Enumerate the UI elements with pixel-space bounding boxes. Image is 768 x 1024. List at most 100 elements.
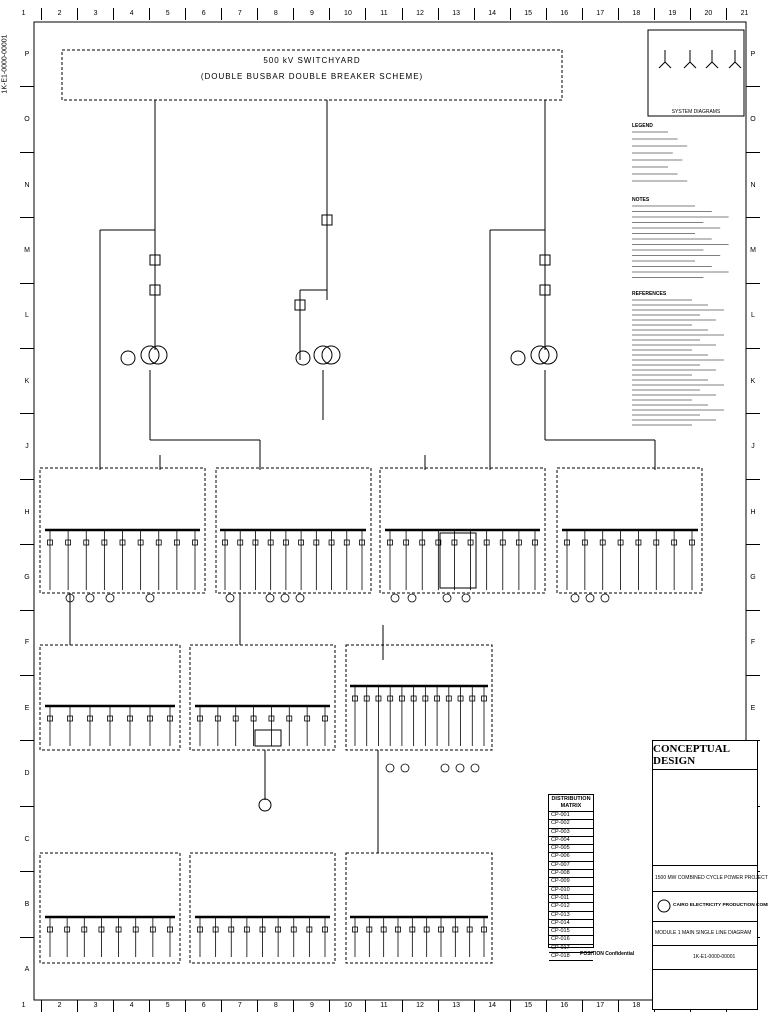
feeder-breaker bbox=[212, 926, 219, 933]
feeder-breaker bbox=[515, 539, 522, 546]
row-label: K bbox=[20, 348, 34, 413]
feeder-breaker bbox=[359, 539, 365, 546]
title-block: CONCEPTUAL DESIGN 1500 MW COMBINED CYCLE… bbox=[652, 740, 768, 1010]
conceptual-design-stamp: CONCEPTUAL DESIGN bbox=[653, 741, 757, 770]
project-name: 1500 MW COMBINED CYCLE POWER PROJECT bbox=[655, 875, 768, 881]
motor-symbol bbox=[455, 763, 465, 773]
feeder-breaker bbox=[192, 539, 198, 546]
distribution-row: CP-009 bbox=[549, 878, 593, 887]
feeder-breaker bbox=[149, 926, 156, 933]
column-label: 17 bbox=[581, 1000, 618, 1012]
row-label: L bbox=[20, 282, 34, 348]
row-label: K bbox=[746, 348, 760, 413]
row-label: J bbox=[746, 413, 760, 478]
row-label: P bbox=[750, 50, 756, 58]
row-label: L bbox=[746, 282, 760, 348]
motor-symbol bbox=[105, 593, 115, 603]
row-label: M bbox=[20, 217, 34, 282]
feeder-breaker bbox=[387, 539, 393, 546]
row-label: E bbox=[746, 675, 760, 740]
column-label: 13 bbox=[437, 1000, 474, 1012]
feeder-breaker bbox=[101, 539, 108, 546]
switchyard-title: 500 kV SWITCHYARD bbox=[263, 56, 361, 65]
column-label: 5 bbox=[149, 1000, 185, 1012]
column-label: 18 bbox=[617, 8, 654, 20]
drawing-title: MODULE 1 MAIN SINGLE LINE DIAGRAM bbox=[655, 930, 752, 936]
column-label: 10 bbox=[329, 8, 365, 20]
company-logo-icon bbox=[657, 899, 671, 913]
row-label: D bbox=[20, 740, 34, 805]
row-label: P bbox=[24, 50, 30, 58]
feeder-breaker bbox=[214, 715, 221, 722]
row-label: H bbox=[20, 478, 34, 544]
column-label: 13 bbox=[437, 8, 474, 20]
feeder-breaker bbox=[423, 926, 430, 933]
feeder-breaker bbox=[457, 695, 464, 702]
motor-symbol bbox=[570, 593, 580, 603]
feeder-breaker bbox=[304, 715, 311, 722]
feeder-breaker bbox=[115, 926, 122, 933]
feeder-breaker bbox=[132, 926, 139, 933]
drawing-number-cell: 1K-E1-0000-00001 bbox=[653, 945, 757, 970]
column-label: 4 bbox=[113, 1000, 149, 1012]
motor-symbol bbox=[461, 593, 471, 603]
feeder-breaker bbox=[47, 715, 53, 722]
feeder-breaker bbox=[599, 539, 606, 546]
feeder-breaker bbox=[322, 926, 328, 933]
feeder-breaker bbox=[147, 715, 153, 722]
motor-symbol bbox=[585, 593, 595, 603]
feeder-breaker bbox=[343, 539, 350, 546]
column-label: 8 bbox=[257, 8, 293, 20]
row-label: B bbox=[20, 871, 34, 936]
distribution-row: CP-017 bbox=[549, 945, 593, 954]
motor-symbol bbox=[440, 763, 450, 773]
distribution-matrix-title: DISTRIBUTION MATRIX bbox=[549, 795, 593, 812]
column-label: 6 bbox=[185, 1000, 221, 1012]
motor-symbol bbox=[280, 593, 290, 603]
feeder-breaker bbox=[366, 926, 373, 933]
column-label: 1 bbox=[21, 10, 26, 17]
column-label: 4 bbox=[113, 8, 149, 20]
distribution-row: CP-012 bbox=[549, 903, 593, 912]
row-label: M bbox=[746, 217, 760, 282]
column-label: 12 bbox=[401, 8, 438, 20]
column-label: 6 bbox=[185, 8, 221, 20]
feeder-breaker bbox=[313, 539, 320, 546]
motor-symbol bbox=[225, 593, 235, 603]
drawing-title-cell: MODULE 1 MAIN SINGLE LINE DIAGRAM bbox=[653, 921, 757, 946]
feeder-breaker bbox=[395, 926, 401, 933]
feeder-breaker bbox=[197, 926, 203, 933]
feeder-breaker bbox=[47, 926, 53, 933]
distribution-row: CP-004 bbox=[549, 837, 593, 846]
motor-symbol bbox=[400, 763, 410, 773]
column-label: 9 bbox=[293, 1000, 329, 1012]
feeder-breaker bbox=[286, 715, 293, 722]
motor-symbol bbox=[145, 593, 155, 603]
feeder-breaker bbox=[155, 539, 162, 546]
notes-title: NOTES bbox=[632, 197, 650, 203]
motor-symbol bbox=[407, 593, 417, 603]
row-label: A bbox=[20, 936, 34, 1002]
column-label: 7 bbox=[221, 1000, 257, 1012]
feeder-breaker bbox=[499, 539, 506, 546]
feeder-breaker bbox=[363, 695, 370, 702]
row-label: G bbox=[20, 544, 34, 609]
row-label: H bbox=[746, 478, 760, 544]
distribution-row: CP-008 bbox=[549, 870, 593, 879]
feeder-breaker bbox=[81, 926, 88, 933]
feeder-breaker bbox=[107, 715, 113, 722]
distribution-row: CP-015 bbox=[549, 928, 593, 937]
feeder-breaker bbox=[282, 539, 289, 546]
feeder-breaker bbox=[352, 695, 358, 702]
feeder-breaker bbox=[467, 539, 474, 546]
motor-symbol bbox=[600, 593, 610, 603]
column-label: 15 bbox=[509, 1000, 546, 1012]
feeder-breaker bbox=[137, 539, 144, 546]
feeder-breaker bbox=[671, 539, 678, 546]
confidential-note: POSITION Confidential bbox=[580, 951, 635, 957]
row-label: J bbox=[20, 413, 34, 478]
row-label: G bbox=[746, 544, 760, 609]
column-label: 3 bbox=[77, 1000, 113, 1012]
